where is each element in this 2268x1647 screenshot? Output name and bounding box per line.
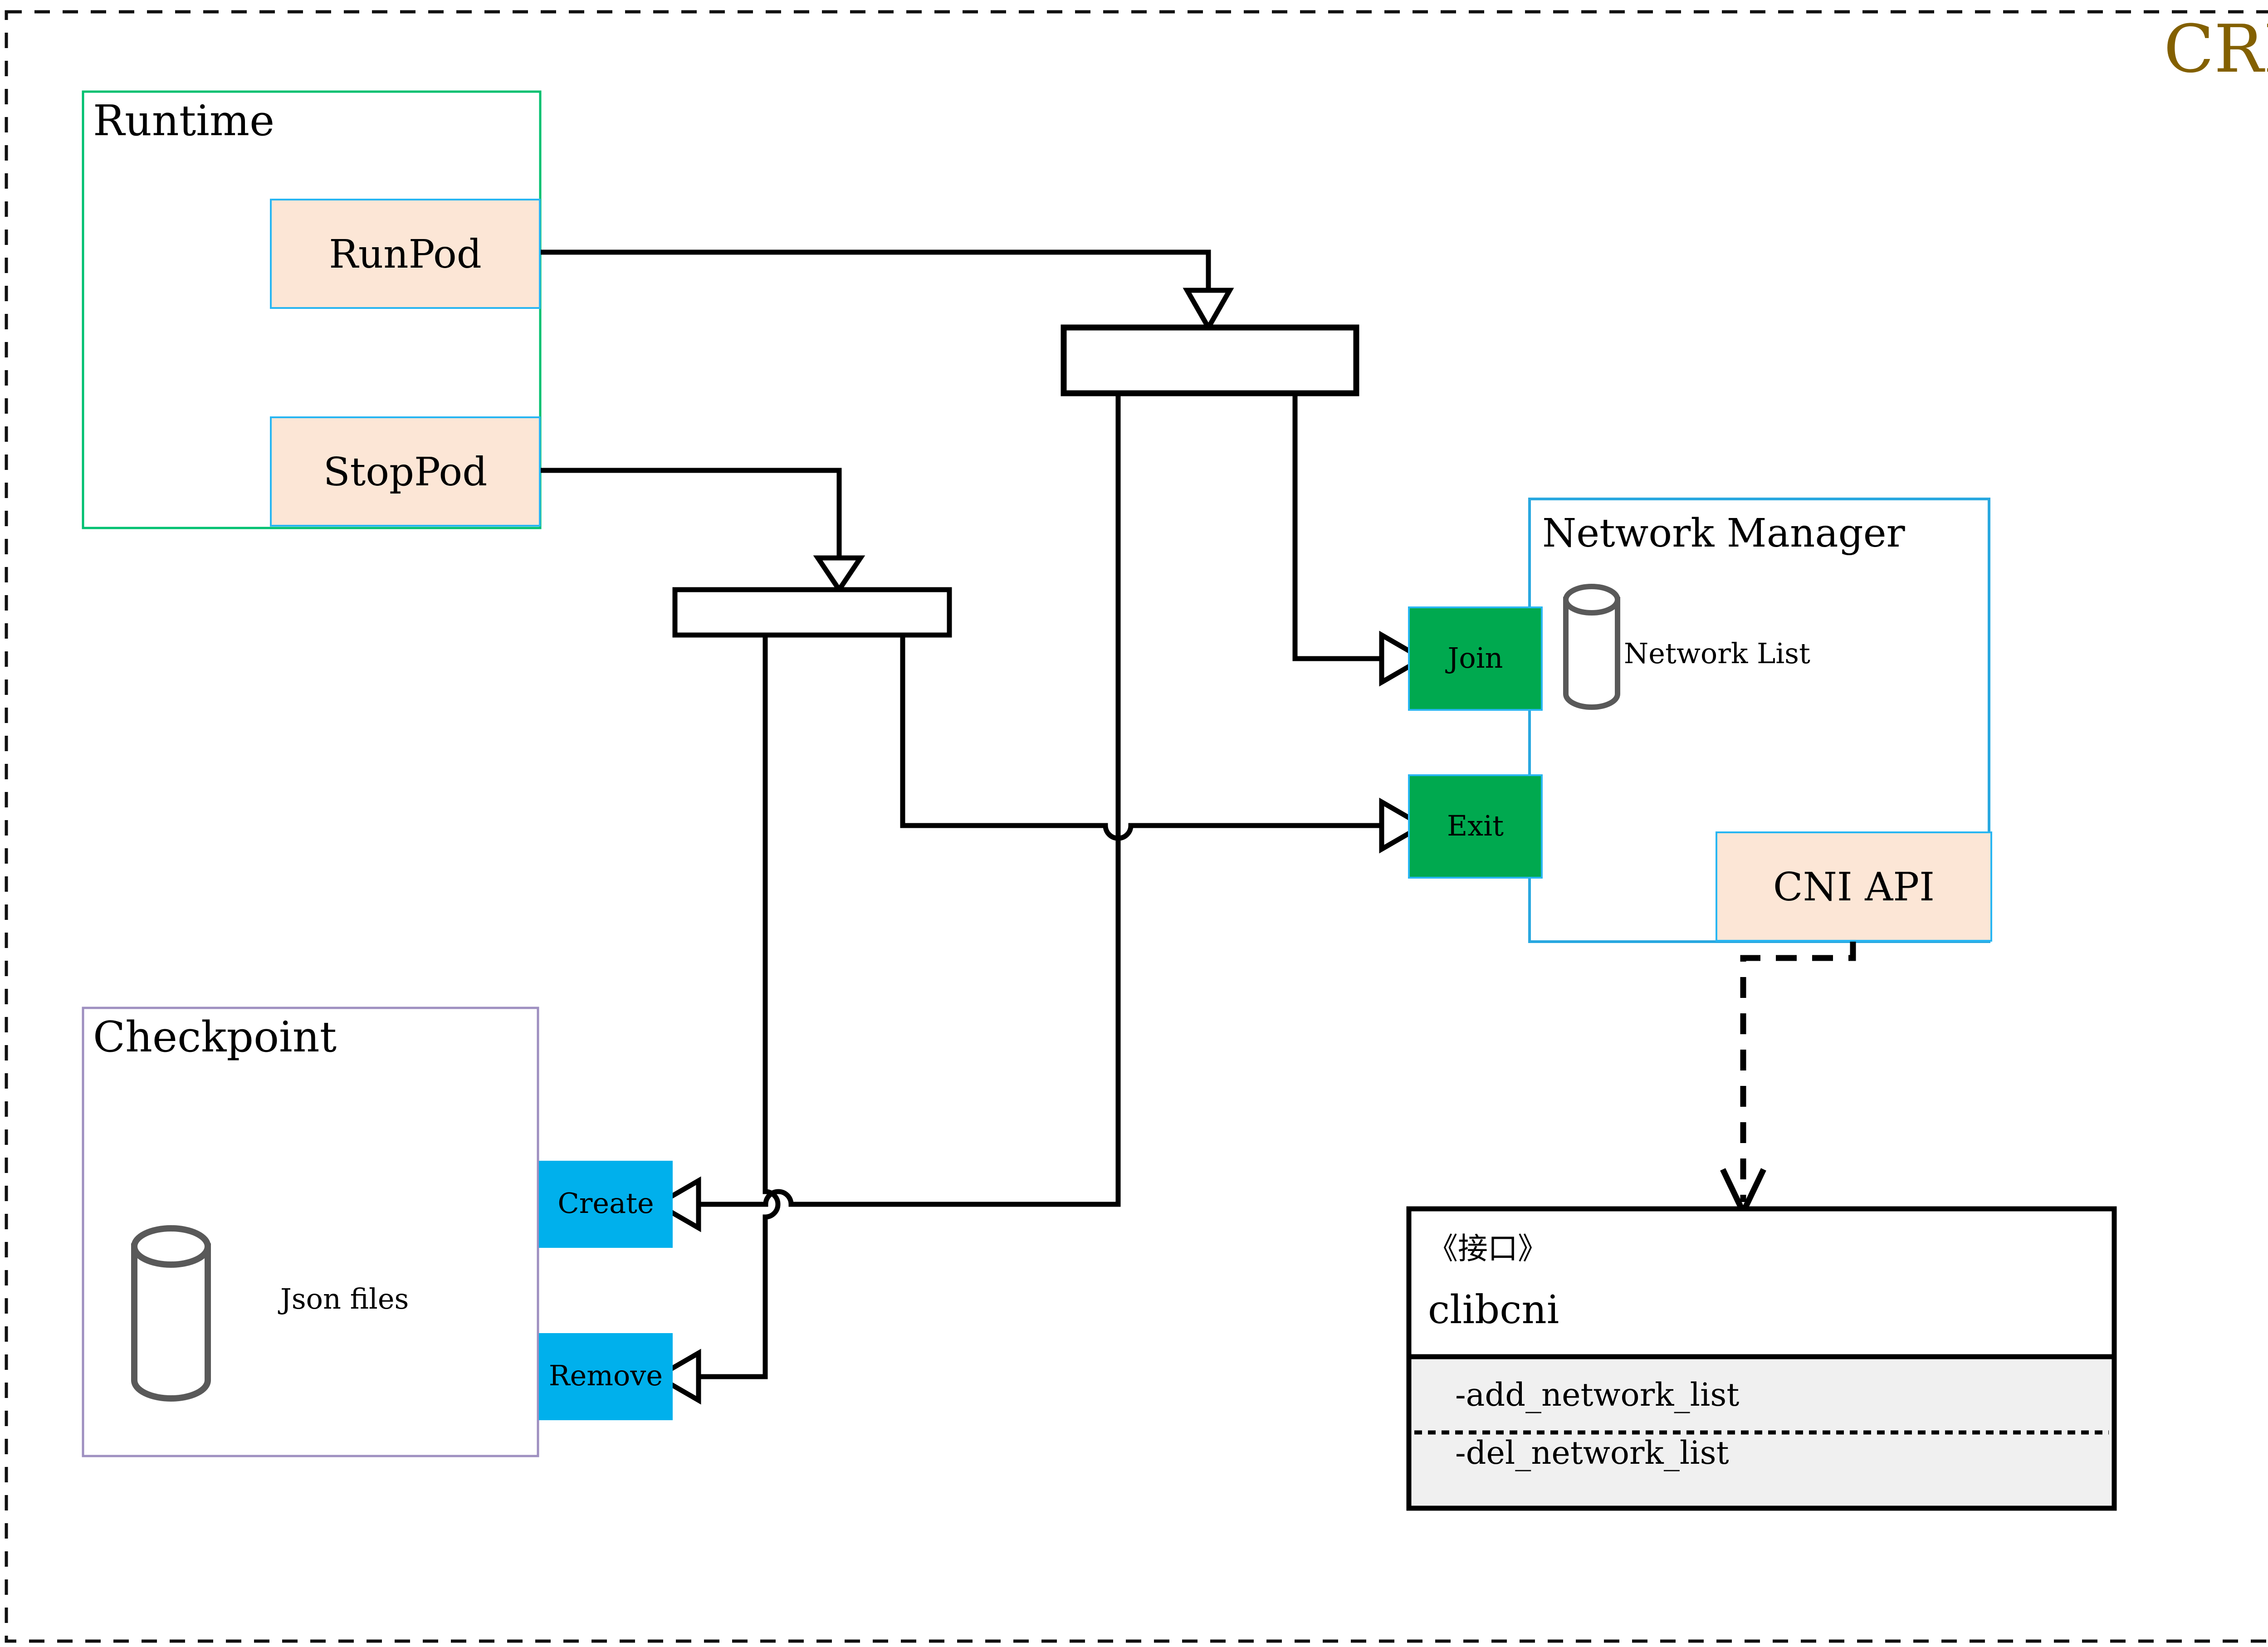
- arrowhead-into-exit: [1379, 797, 1427, 854]
- connector-upper-fork-right-to-join: [1292, 392, 1382, 661]
- outer-dashed-frame: [5, 10, 2268, 1643]
- cni-api-box[interactable]: [1716, 831, 1992, 942]
- exit-entry-box[interactable]: [1408, 774, 1543, 879]
- connector-upper-fork-left-to-create: [699, 392, 1121, 1207]
- arrowhead-into-join: [1379, 630, 1427, 687]
- arrowhead-into-remove: [653, 1349, 701, 1405]
- create-action-box[interactable]: [539, 1161, 673, 1248]
- connector-stoppod-to-lower-fork: [540, 468, 842, 558]
- arrowhead-into-lower-fork: [813, 555, 865, 594]
- connector-runpod-to-upper-fork: [540, 249, 1211, 290]
- arrowhead-into-create: [653, 1176, 701, 1232]
- stoppod-fork-bar: [672, 587, 952, 638]
- arrowhead-into-upper-fork: [1183, 288, 1234, 333]
- stoppod-action-box[interactable]: [270, 416, 541, 527]
- json-files-cylinder-icon: [131, 1225, 211, 1402]
- connector-lower-fork-left-to-remove: [699, 635, 781, 1379]
- network-list-cylinder-icon: [1563, 584, 1620, 710]
- connector-lower-fork-right-to-exit: [900, 635, 1382, 841]
- join-entry-box[interactable]: [1408, 606, 1543, 711]
- remove-action-box[interactable]: [539, 1333, 673, 1420]
- runpod-action-box[interactable]: [270, 199, 541, 309]
- runpod-fork-bar: [1061, 324, 1359, 396]
- dependency-cni-api-to-clibcni: [1740, 942, 1856, 1202]
